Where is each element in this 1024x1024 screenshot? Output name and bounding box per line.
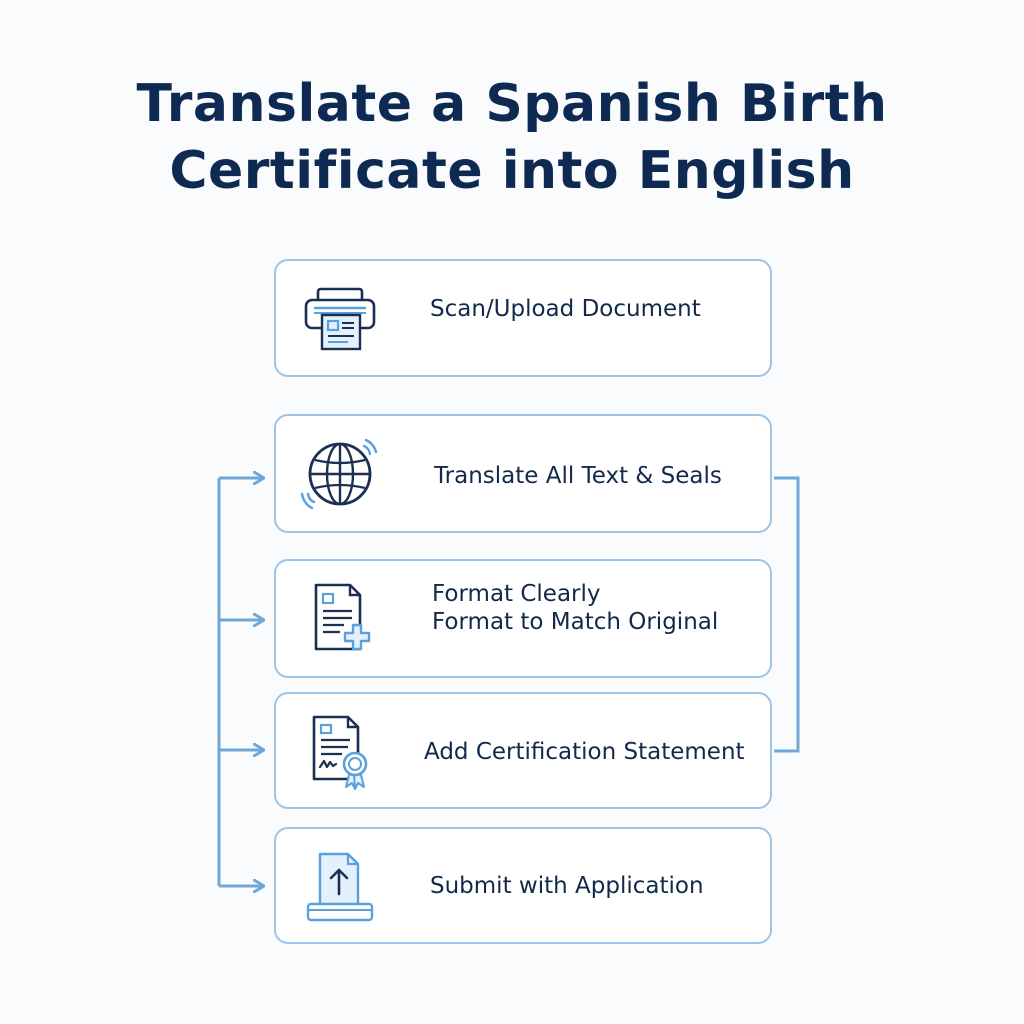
document-edit-icon: [298, 579, 382, 659]
title-line-1: Translate a Spanish Birth: [136, 74, 888, 134]
certificate-icon: [298, 711, 382, 791]
step-translate-text: Translate All Text & Seals: [274, 414, 772, 533]
step-5-label: Submit with Application: [430, 873, 704, 899]
step-submit-application: Submit with Application: [274, 827, 772, 944]
scanner-icon: [298, 278, 382, 358]
step-format-clearly: Format Clearly Format to Match Original: [274, 559, 772, 678]
step-1-label: Scan/Upload Document: [430, 296, 701, 322]
step-3-label: Format Clearly Format to Match Original: [432, 580, 718, 636]
step-3-label-line-2: Format to Match Original: [432, 609, 719, 635]
right-connector-bracket: [774, 476, 800, 753]
step-3-label-line-1: Format Clearly: [432, 581, 601, 607]
upload-tray-icon: [298, 846, 382, 926]
step-2-label: Translate All Text & Seals: [434, 463, 722, 489]
step-scan-upload: Scan/Upload Document: [274, 259, 772, 377]
step-add-certification: Add Certification Statement: [274, 692, 772, 809]
step-4-label: Add Certification Statement: [424, 739, 745, 765]
globe-icon: [298, 434, 382, 514]
title-line-2: Certificate into English: [169, 141, 855, 201]
